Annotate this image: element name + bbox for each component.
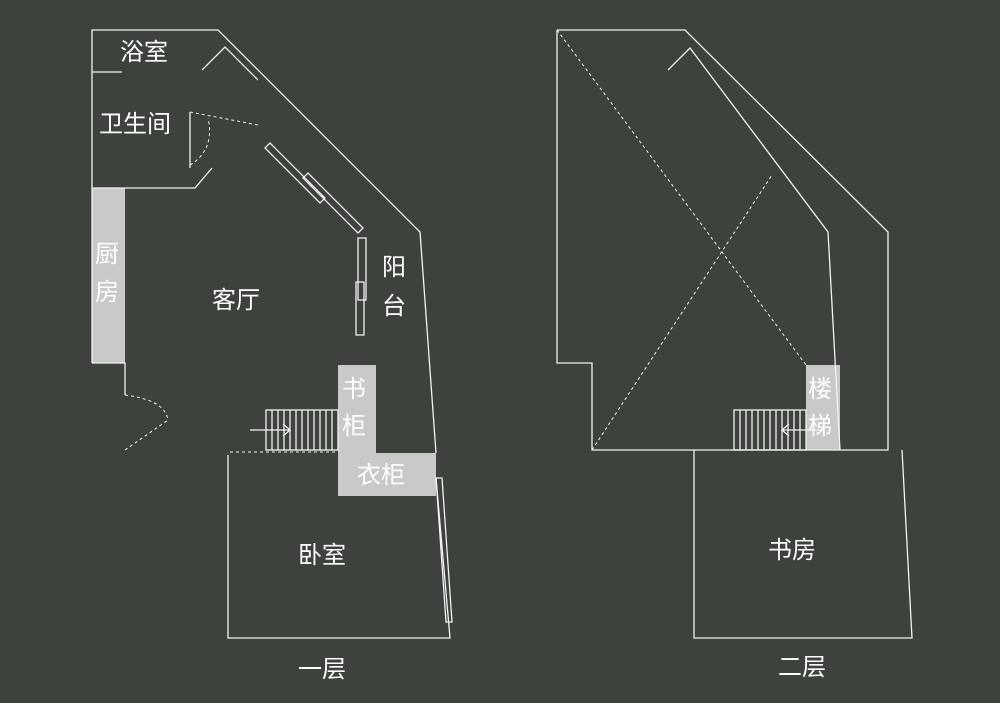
floor-2-inner-wall <box>667 47 841 451</box>
void-diagonal-2 <box>591 174 773 451</box>
label-kitchen-1: 厨 <box>95 240 119 268</box>
study-wall <box>693 449 913 639</box>
label-bookcase-2: 柜 <box>342 412 366 440</box>
floor-1-caption: 一层 <box>298 655 346 683</box>
entry-door-line <box>124 419 169 451</box>
kitchen-counter <box>92 188 125 363</box>
toilet-lower-wall <box>92 167 213 189</box>
floor-1-outer-wall <box>91 29 437 454</box>
floor-2-plan: 楼 梯 书房 二层 <box>556 29 913 681</box>
label-wardrobe: 衣柜 <box>357 461 405 489</box>
label-study: 书房 <box>768 536 816 564</box>
bookcase-block <box>338 365 376 453</box>
label-stairs-1: 楼 <box>808 375 832 403</box>
void-diagonal-1 <box>556 29 807 366</box>
toilet-door-line <box>189 111 259 126</box>
sliding-window-2 <box>302 172 364 234</box>
bedroom-wall <box>227 455 451 639</box>
label-bath: 浴室 <box>120 38 168 66</box>
sliding-window-3 <box>357 237 367 301</box>
label-stairs-2: 梯 <box>808 412 832 440</box>
label-balcony-2: 台 <box>382 292 406 320</box>
label-living-room: 客厅 <box>212 286 260 314</box>
label-kitchen-2: 房 <box>95 278 119 306</box>
floor-2-caption: 二层 <box>778 653 826 681</box>
label-bedroom: 卧室 <box>298 541 346 569</box>
label-toilet: 卫生间 <box>99 110 171 138</box>
stairs-block <box>806 365 840 450</box>
label-balcony-1: 阳 <box>382 253 406 281</box>
wall-segment <box>92 362 126 395</box>
sliding-window-4 <box>355 281 365 336</box>
toilet-wall <box>201 46 259 81</box>
sliding-window-1 <box>264 142 326 204</box>
entry-door-swing <box>124 394 169 421</box>
bedroom-window <box>435 477 453 623</box>
label-bookcase-1: 书 <box>342 375 366 403</box>
wardrobe-block <box>338 453 436 496</box>
floor-1-plan: 浴室 卫生间 厨 房 客厅 阳 台 书 柜 衣柜 卧室 一层 <box>91 29 453 683</box>
toilet-door-swing <box>189 117 210 166</box>
